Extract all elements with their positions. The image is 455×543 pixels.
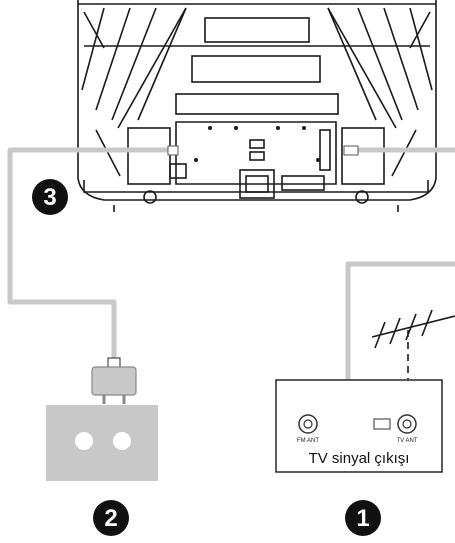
step-2-number: 2 xyxy=(104,505,117,532)
power-socket-icon xyxy=(46,405,158,481)
fm-ant-label: FM ANT xyxy=(297,438,319,444)
power-plug-icon xyxy=(91,357,137,404)
cable-power-left xyxy=(7,147,172,365)
tv-back-panel xyxy=(77,0,437,212)
wall-plate-caption: TV sinyal çıkışı xyxy=(309,450,410,467)
tv-socket-icon xyxy=(397,414,417,434)
step-3-badge: 3 xyxy=(32,179,68,215)
step-1-badge: 1 xyxy=(345,500,381,536)
coax-plug xyxy=(373,418,391,430)
antenna-icon xyxy=(371,309,455,415)
step-2-badge: 2 xyxy=(93,500,129,536)
tv-mounting-holes xyxy=(194,126,320,162)
wall-antenna-plate: FM ANT TV ANT TV sinyal çıkışı xyxy=(275,379,443,473)
tv-power-connector xyxy=(167,145,179,156)
fm-socket-icon xyxy=(298,414,318,434)
tv-ant-label: TV ANT xyxy=(396,438,417,444)
step-3-number: 3 xyxy=(43,184,56,211)
step-1-number: 1 xyxy=(356,505,369,532)
tv-antenna-connector xyxy=(343,145,359,156)
